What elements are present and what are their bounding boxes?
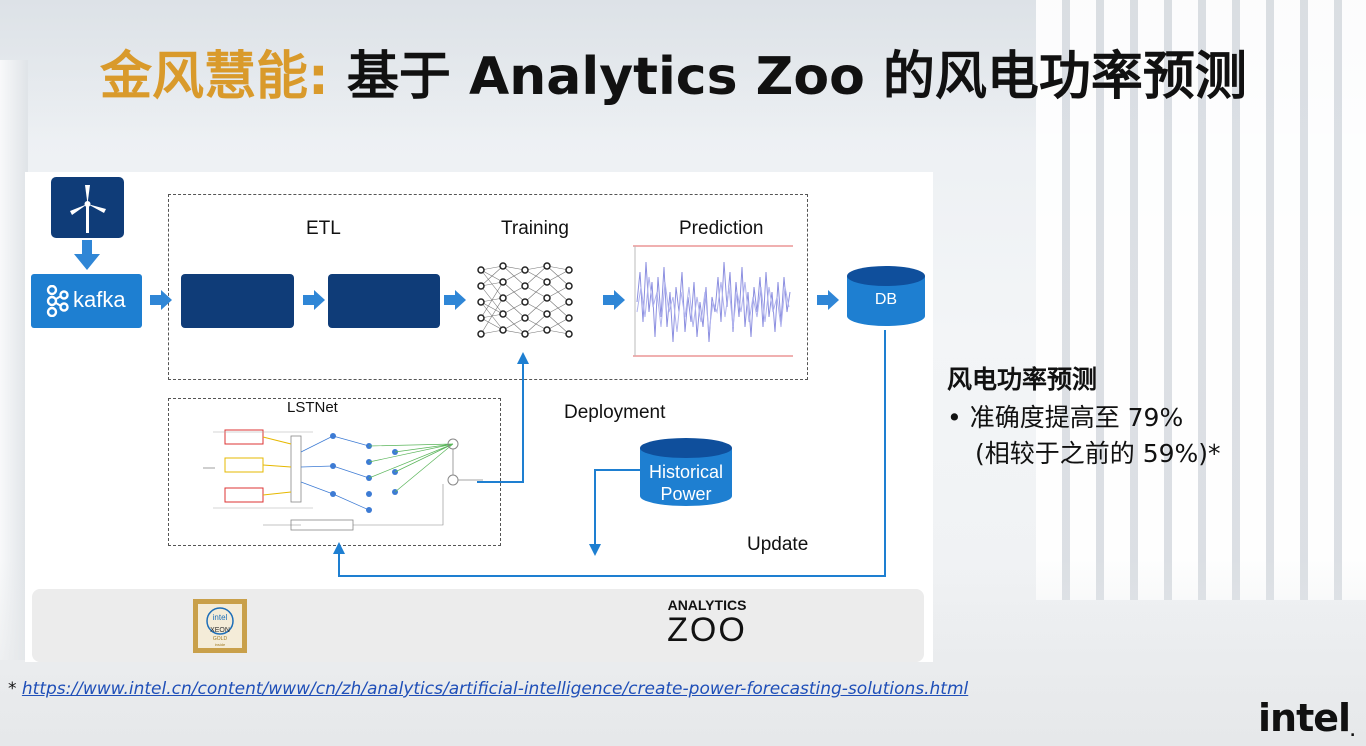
arrow-right-icon — [303, 290, 327, 310]
neural-network-icon — [477, 262, 573, 338]
kafka-label: kafka — [73, 287, 126, 312]
footnote-marker: * — [8, 679, 22, 699]
historical-label-1: Historical — [648, 462, 723, 482]
arrow-right-icon — [444, 290, 468, 310]
prediction-label: Prediction — [679, 218, 764, 239]
slide-title: 金风慧能: 基于 Analytics Zoo 的风电功率预测 — [100, 34, 1247, 109]
etl-block-2 — [328, 274, 440, 328]
side-bullet: • 准确度提高至 79% — [947, 403, 1184, 432]
arrow-right-icon — [150, 290, 174, 310]
update-loop-arrow — [333, 330, 886, 577]
xeon-badge-inside: inside — [215, 642, 226, 647]
xeon-badge-intel: intel — [213, 613, 228, 622]
historical-power-cylinder: Historical Power — [640, 438, 732, 510]
lstnet-label: LSTNet — [287, 399, 338, 416]
analytics-zoo-logo-bottom: ZOO — [667, 611, 747, 649]
deployment-label: Deployment — [564, 402, 666, 423]
etl-block-1 — [181, 274, 294, 328]
db-cylinder: DB — [847, 266, 925, 328]
wind-turbine-icon — [51, 177, 124, 238]
footnote: * https://www.intel.cn/content/www/cn/zh… — [8, 679, 968, 699]
background-pillars — [1036, 0, 1366, 600]
kafka-icon — [46, 285, 69, 317]
kafka-source: kafka — [31, 274, 142, 328]
training-label: Training — [501, 218, 569, 239]
lstnet-box — [168, 398, 501, 546]
pipeline-box — [168, 194, 808, 380]
xeon-gold-badge: intel XEON GOLD inside — [193, 599, 247, 653]
architecture-diagram: kafka ETL Training Prediction — [25, 172, 933, 662]
db-label: DB — [874, 291, 898, 308]
xeon-badge-gold: GOLD — [213, 636, 228, 642]
arrow-right-icon — [603, 290, 627, 310]
side-heading: 风电功率预测 — [947, 365, 1098, 394]
footnote-link[interactable]: https://www.intel.cn/content/www/cn/zh/a… — [21, 679, 969, 699]
side-bullet-continuation: (相较于之前的 59%)* — [975, 439, 1221, 468]
update-label: Update — [747, 534, 809, 555]
bottom-logo-bar: intel XEON GOLD inside ANALYTICS ZOO — [32, 589, 924, 662]
historical-label-2: Power — [660, 484, 712, 504]
analytics-zoo-logo-top: ANALYTICS — [667, 597, 747, 613]
intel-logo: intel. — [1258, 696, 1355, 740]
side-bullet-text: 准确度提高至 79% — [969, 403, 1184, 432]
title-highlight: 金风慧能: — [100, 47, 329, 107]
connector-arrow-down — [589, 469, 643, 556]
down-arrow-icon — [74, 240, 100, 270]
xeon-badge-xeon: XEON — [210, 627, 230, 634]
title-main: 基于 Analytics Zoo 的风电功率预测 — [346, 47, 1247, 107]
lstnet-architecture-thumbnail — [203, 429, 483, 531]
connector-arrow-up — [477, 352, 529, 483]
prediction-chart-thumbnail — [629, 242, 795, 360]
arrow-right-icon — [817, 290, 841, 310]
analytics-zoo-logo: ANALYTICS ZOO — [657, 597, 757, 657]
etl-label: ETL — [306, 218, 341, 239]
